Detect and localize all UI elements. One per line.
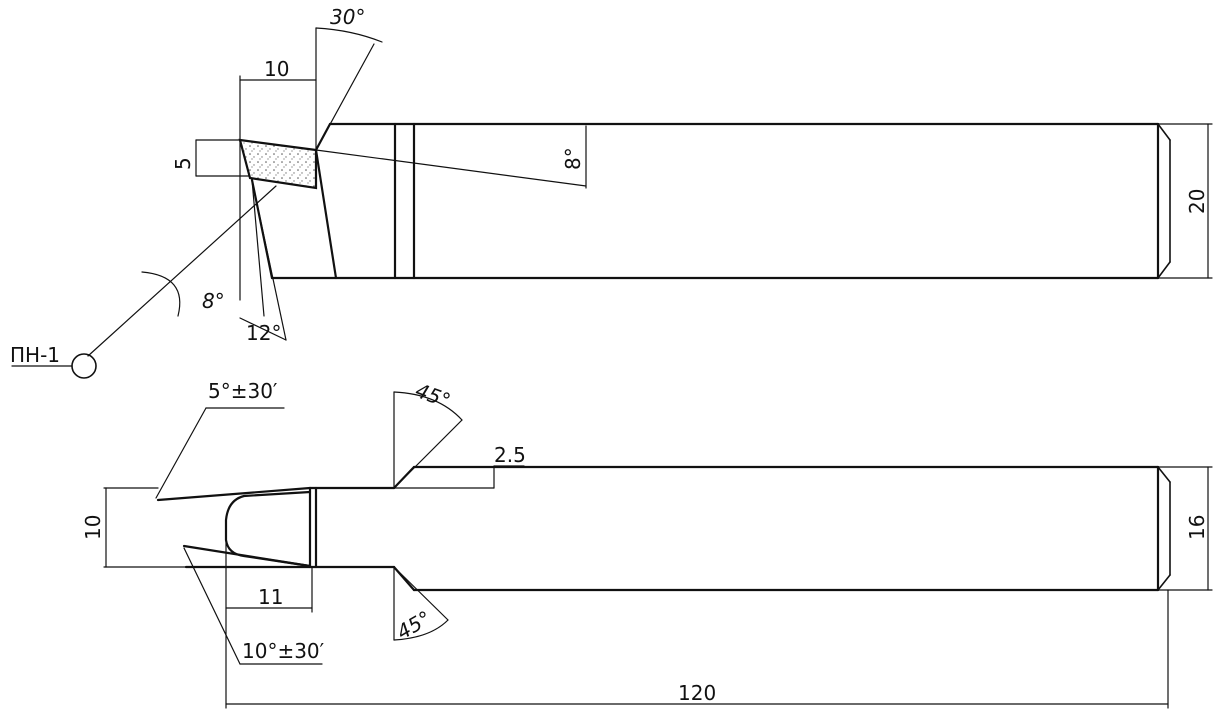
label-clearance-8: 8° xyxy=(202,289,225,313)
top-shank xyxy=(250,122,1171,280)
label-angle-30: 30° xyxy=(330,5,365,29)
label-width-10: 10 xyxy=(264,57,289,81)
bottom-shank xyxy=(156,465,1171,592)
bottom-view: 5°±30′ 45° 2.5 10 16 11 10°±30′ 45° 120 xyxy=(81,378,1213,709)
top-dimensions xyxy=(11,27,1213,367)
label-tip-width: 10 xyxy=(81,515,105,540)
label-step: 2.5 xyxy=(494,443,526,467)
top-view: 30° 10 5 8° 20 8° 12° ПН-1 xyxy=(10,5,1213,379)
bottom-dimensions xyxy=(103,391,1213,709)
label-rake-8: 8° xyxy=(561,147,585,170)
label-clearance-12: 12° xyxy=(246,321,281,345)
label-overall-length: 120 xyxy=(678,681,716,705)
label-material: ПН-1 xyxy=(10,343,60,367)
carbide-insert xyxy=(238,138,318,190)
label-upper-tol: 5°±30′ xyxy=(208,379,278,403)
label-shank-width: 16 xyxy=(1185,515,1209,540)
label-chamfer-bottom: 45° xyxy=(393,606,436,645)
label-tip-length: 11 xyxy=(258,585,283,609)
label-height-5: 5 xyxy=(171,157,195,170)
label-lower-tol: 10°±30′ xyxy=(242,639,325,663)
leader-circle xyxy=(71,353,97,379)
label-shank-20: 20 xyxy=(1185,189,1209,214)
